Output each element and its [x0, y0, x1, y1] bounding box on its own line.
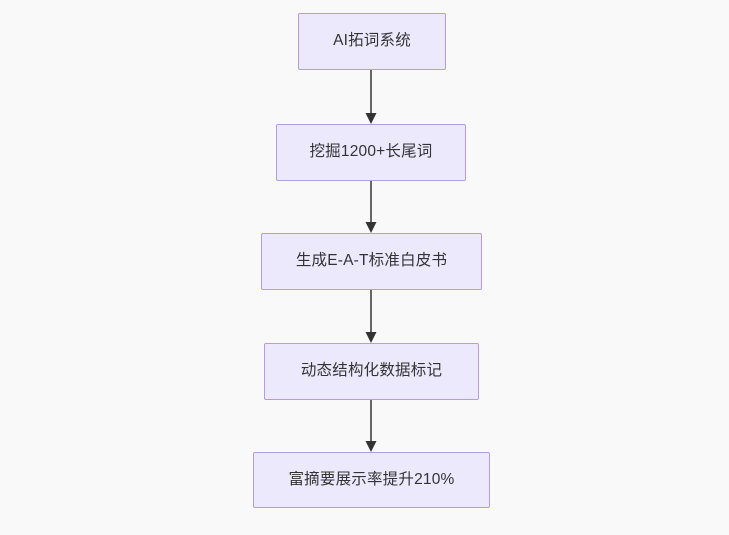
flowchart-node-4[interactable]: 动态结构化数据标记: [264, 343, 479, 400]
flowchart-node-5[interactable]: 富摘要展示率提升210%: [253, 452, 490, 508]
flowchart-node-5-label: 富摘要展示率提升210%: [288, 470, 455, 488]
edge-node-3-to-node-4: [361, 290, 381, 343]
arrowhead-icon: [365, 113, 377, 124]
flowchart-node-3[interactable]: 生成E-A-T标准白皮书: [261, 233, 482, 290]
edge-arrow-svg: [365, 290, 377, 343]
edge-node-2-to-node-3: [361, 181, 381, 233]
edge-arrow-svg: [365, 400, 377, 452]
arrowhead-icon: [365, 441, 377, 452]
flowchart-node-1-label: AI拓词系统: [333, 32, 411, 50]
arrowhead-icon: [365, 332, 377, 343]
edge-arrow-svg: [365, 70, 377, 124]
flowchart-node-3-label: 生成E-A-T标准白皮书: [295, 252, 448, 270]
flowchart-node-1[interactable]: AI拓词系统: [298, 13, 446, 70]
arrowhead-icon: [365, 222, 377, 233]
edge-node-1-to-node-2: [361, 70, 381, 124]
flowchart-node-4-label: 动态结构化数据标记: [300, 362, 443, 380]
edge-arrow-svg: [365, 181, 377, 233]
flowchart-node-2-label: 挖掘1200+长尾词: [309, 143, 433, 161]
edge-node-4-to-node-5: [361, 400, 381, 452]
flowchart-node-2[interactable]: 挖掘1200+长尾词: [276, 124, 466, 181]
